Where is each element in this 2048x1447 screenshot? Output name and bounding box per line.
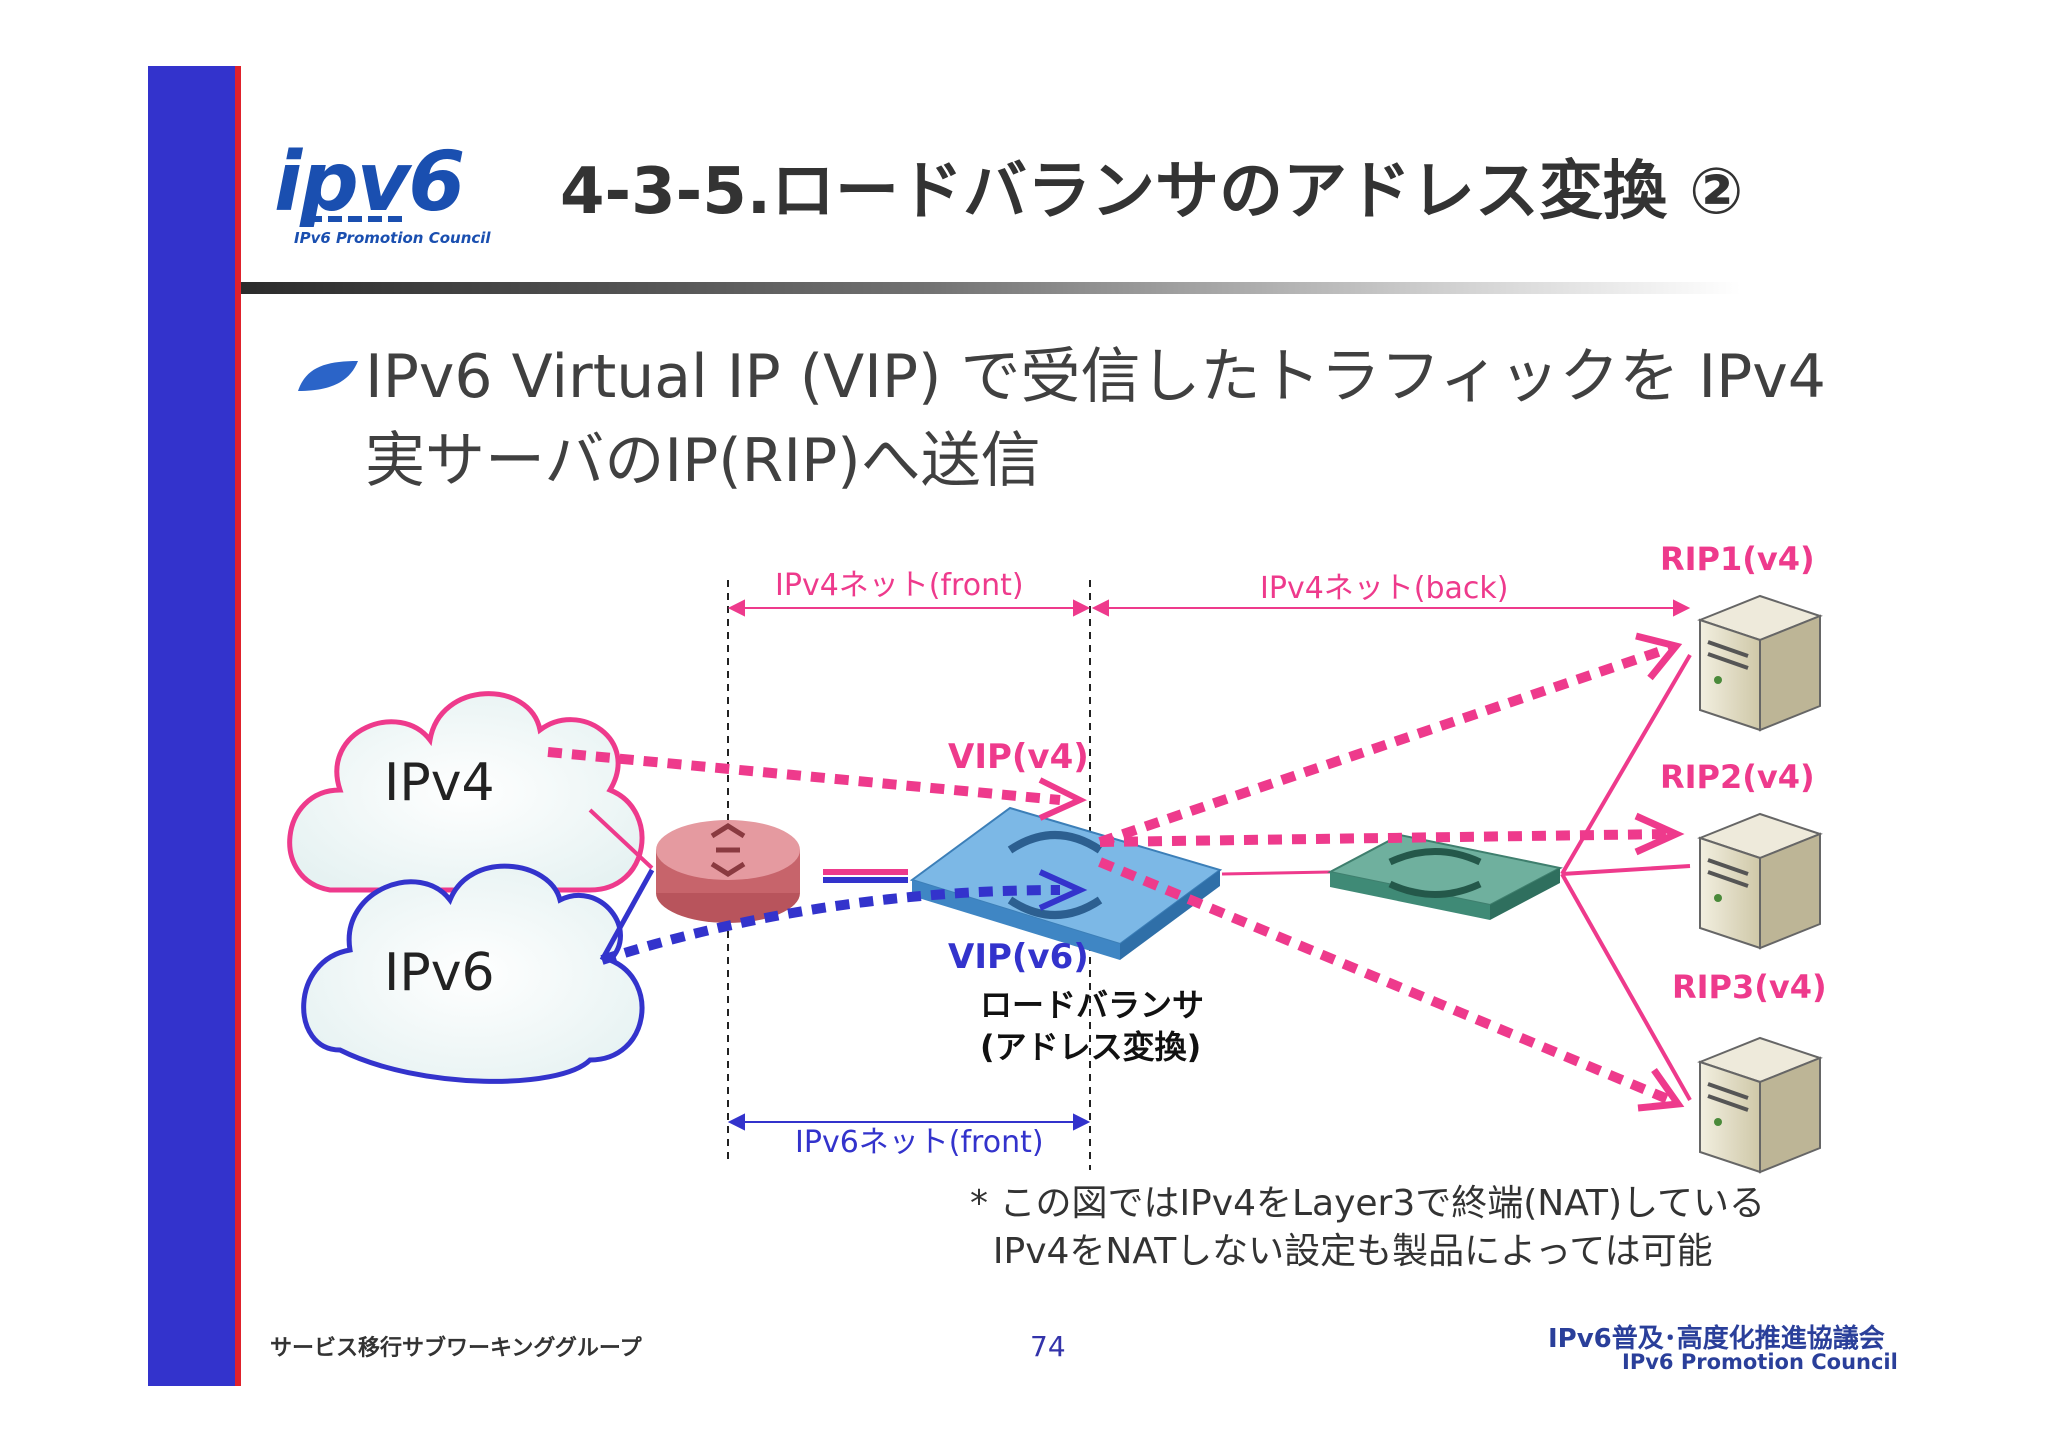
ipv4-front-span [727,599,1091,617]
left-band [148,66,235,1386]
ipv4-client-flow [547,747,1061,805]
ipv6-client-flow-arrowhead [1038,869,1088,911]
footer-org-en: IPv6 Promotion Council [1622,1350,1898,1374]
ipv6-cloud-link [599,868,655,962]
footer-org-ja: IPv6普及･高度化推進協議会 [1548,1324,1885,1354]
ipv4-client-flow-arrowhead [1038,777,1087,821]
ipv6-logo: ipv6 IPv6 Promotion Council [274,140,491,247]
vip-v4-label: VIP(v4) [948,737,1089,777]
logo-text: ipv6 [274,140,463,230]
ipv4-cloud-link [588,808,654,870]
lb-label-line2: (アドレス変換) [980,1028,1201,1066]
ipv4-front-label: IPv4ネット(front) [775,568,1024,603]
server-rip2-icon [1697,812,1823,950]
switch-icon [1327,833,1563,920]
server-rip1-icon [1697,594,1823,732]
page-number: 74 [1030,1330,1066,1363]
flow-to-rip1 [1098,643,1672,847]
rip1-label: RIP1(v4) [1660,540,1815,578]
flow-to-rip2 [1099,829,1671,847]
ipv6-cloud-label: IPv6 [384,943,495,1003]
flow-to-rip3 [1098,857,1672,1105]
router-icon [656,820,800,923]
ipv6-front-span [727,1113,1091,1131]
load-balancer-icon [909,806,1223,960]
left-red-stripe [235,66,241,1386]
ipv6-front-label: IPv6ネット(front) [795,1125,1044,1160]
lb-label-line1: ロードバランサ [980,986,1204,1024]
lb-switch-link [1221,870,1331,876]
bullet-leaf-icon [298,361,358,391]
title-rule [241,282,1741,294]
vip-v6-label: VIP(v6) [948,937,1089,977]
switch-server-links [1560,653,1692,1101]
rip3-label: RIP3(v4) [1672,968,1827,1006]
ipv4-cloud-label: IPv4 [384,753,495,813]
ipv4-back-span [1091,599,1691,617]
flow-to-rip1-arrowhead [1635,632,1683,681]
bullet-text: IPv6 Virtual IP (VIP) で受信したトラフィックを IPv4 … [365,342,1826,496]
server-rip3-icon [1697,1036,1823,1174]
note: * この図ではIPv4をLayer3で終端(NAT)している IPv4をNATし… [970,1180,1765,1276]
flow-to-rip2-arrowhead [1634,812,1685,856]
footer-group-name: サービス移行サブワーキンググループ [270,1336,642,1361]
rip2-label: RIP2(v4) [1660,758,1815,796]
ipv6-client-flow [600,885,1061,965]
note-line1: * この図ではIPv4をLayer3で終端(NAT)している [970,1183,1766,1224]
ipv4-back-label: IPv4ネット(back) [1260,571,1508,606]
logo-subtext: IPv6 Promotion Council [294,229,491,247]
flow-to-rip3-arrowhead [1637,1067,1685,1112]
ipv4-cloud [287,691,645,893]
ipv6-cloud [301,863,645,1084]
slide-title: 4-3-5.ロードバランサのアドレス変換 ② [560,155,1744,229]
note-line2: IPv4をNATしない設定も製品によっては可能 [992,1231,1713,1272]
